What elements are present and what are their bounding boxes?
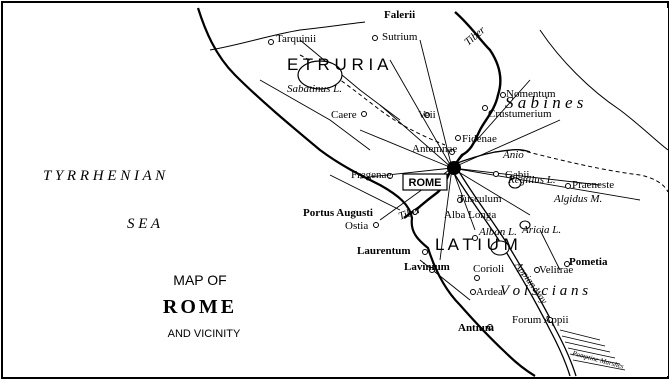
place-nomentum: Nomentum	[506, 88, 556, 100]
place-lavinium: Lavinium	[404, 261, 450, 273]
lake-label-regillus: Regillus L.	[507, 174, 556, 186]
appian-way-road-edge	[457, 169, 577, 377]
place-tusculum: Tusculum	[458, 193, 502, 205]
place-fregenae: Fregenae	[351, 169, 391, 181]
tiber-river-upper	[451, 11, 502, 169]
place-laurentum: Laurentum	[357, 245, 411, 257]
sea-name-tyrrhenian: T Y R R H E N I A N	[43, 168, 166, 184]
place-ostia: Ostia	[345, 220, 368, 232]
pomptine-marshes-hatching	[559, 329, 626, 371]
place-fidenae: Fidenae	[462, 133, 497, 145]
lake-aricia-shape	[519, 220, 531, 230]
region-border-east	[539, 29, 669, 151]
map-caption-line1: MAP OF	[173, 272, 226, 288]
land-area	[195, 8, 668, 376]
place-ardea: Ardea	[476, 286, 503, 298]
lake-label-sabatinus: Sabatinus L.	[287, 83, 342, 95]
region-label-etruria: E T R U R I A	[287, 55, 389, 74]
place-sutrium: Sutrium	[382, 31, 418, 43]
map-caption-title: ROME	[163, 296, 237, 318]
region-label-sabines: S a b i n e s	[505, 93, 584, 112]
place-crustumerium: Crustumerium	[488, 108, 552, 120]
place-tarquinii: Tarquinii	[276, 33, 316, 45]
sea-name-sea: S E A	[127, 216, 161, 232]
place-corioli: Corioli	[473, 263, 504, 275]
region-border-west	[209, 21, 366, 51]
roads	[259, 39, 641, 301]
place-antemnae: Antemnae	[412, 143, 457, 155]
town-markers	[268, 35, 571, 330]
place-forum-appii: Forum Appii	[512, 314, 569, 326]
rome-marker	[447, 161, 461, 175]
lake-regillus-shape	[508, 177, 522, 189]
region-label-latium: L A T I U M	[435, 235, 518, 254]
place-rome: ROME	[409, 177, 442, 189]
place-antium: Antium	[458, 322, 494, 334]
region-border-sabines	[519, 149, 669, 193]
map-caption-line3: AND VICINITY	[168, 328, 241, 340]
region-label-volscians: V o l s c i a n s	[500, 283, 588, 299]
lake-sabatinus-shape	[297, 60, 343, 90]
place-praeneste: Praeneste	[572, 179, 614, 191]
place-caere: Caere	[331, 109, 357, 121]
coastline	[196, 7, 536, 377]
place-falerii: Falerii	[384, 9, 415, 21]
lake-alban-shape	[490, 240, 510, 256]
place-veii: Veii	[418, 109, 436, 121]
mountain-label-algidus: Algidus M.	[553, 193, 602, 205]
place-alba-longa: Alba Longa	[444, 209, 496, 221]
place-velitrae: Velitrae	[539, 264, 573, 276]
appian-way-road	[451, 169, 571, 377]
place-gabii: Gabii	[505, 169, 529, 181]
rome-label-box	[402, 173, 448, 191]
river-label-anio: Anio	[502, 149, 524, 161]
place-pometia: Pometia	[569, 256, 608, 268]
lake-label-aricia: Aricia L.	[521, 224, 561, 236]
place-portus-augusti: Portus Augusti	[303, 207, 373, 219]
lake-label-alban: Alban L.	[478, 226, 517, 238]
